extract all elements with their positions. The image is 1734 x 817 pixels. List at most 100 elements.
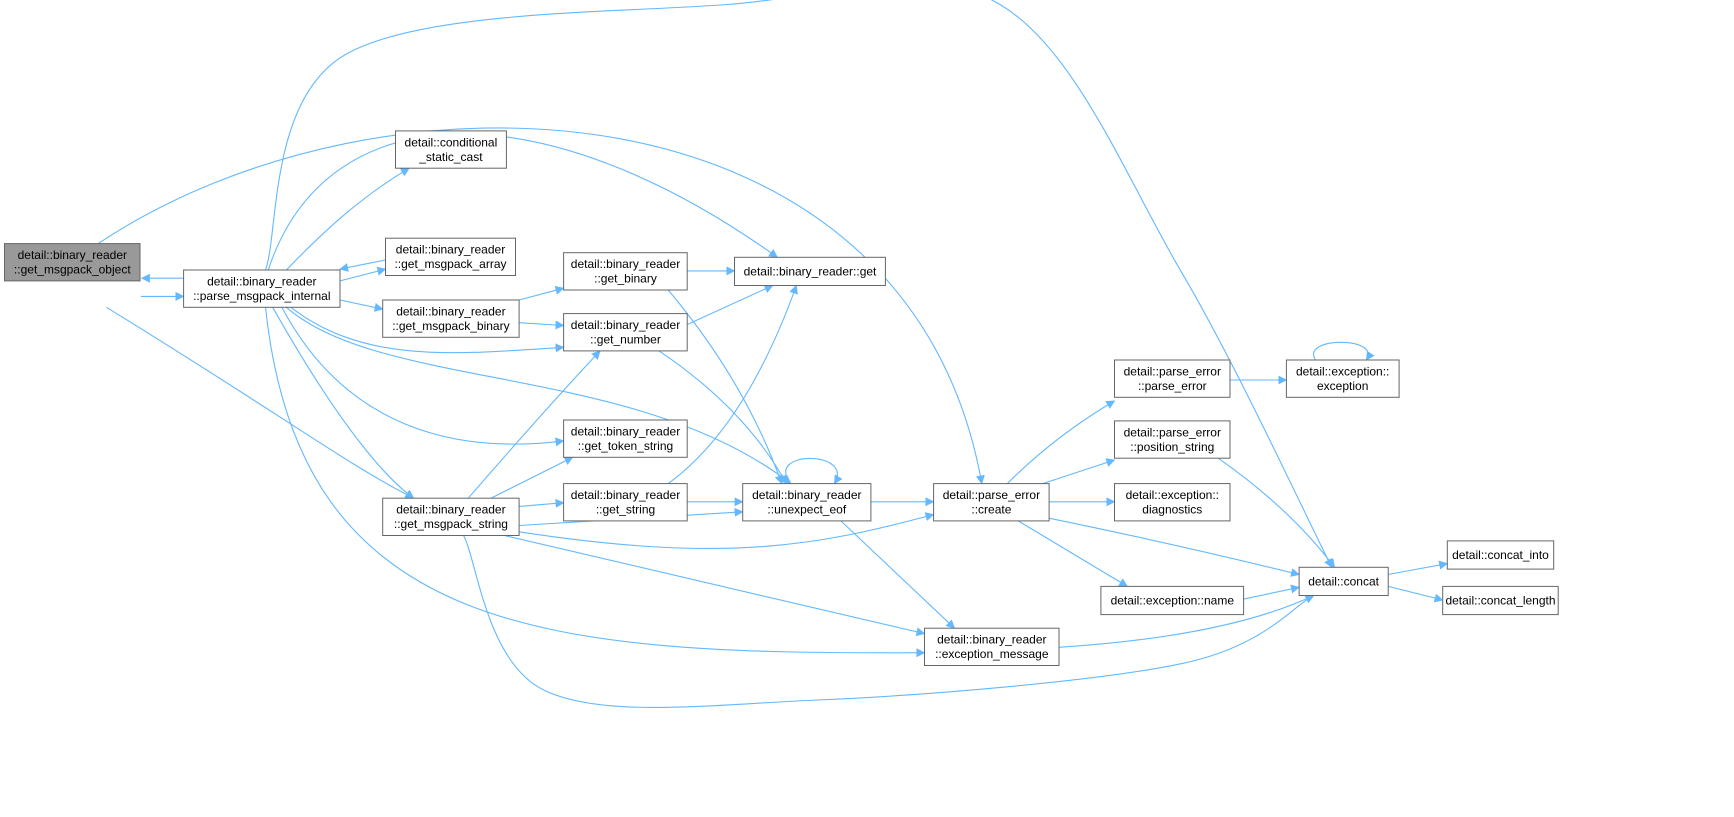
node-unexpect_eof[interactable]: detail::binary_reader::unexpect_eof [742,483,872,522]
edge-get_number-to-unexpect_eof [658,350,787,485]
edge-concat-to-concat_length [1388,585,1444,603]
edge-exception_ctor-to-exception_ctor [1312,341,1375,361]
node-get_number[interactable]: detail::binary_reader::get_number [563,313,688,352]
node-label: detail::binary_reader [207,274,316,288]
node-label: detail::binary_reader [571,318,680,332]
node-label: detail::binary_reader [937,633,1046,647]
node-label: _static_cast [418,150,483,164]
node-box [924,627,1060,667]
node-label: detail::binary_reader [396,503,505,517]
edge-get_msgpack_string-to-get_token_string [490,456,574,499]
node-label: detail::exception:: [1126,488,1219,502]
edge-get_msgpack_array-to-parse_msgpack_internal [339,259,386,272]
edge-parse_error_create-to-concat [1048,517,1300,577]
edge-get_string-to-get [667,284,798,485]
node-box [933,483,1050,522]
node-label: detail::binary_reader [396,243,505,257]
node-label: ::unexpect_eof [767,503,846,517]
edge-concat-to-concat_into [1388,560,1449,576]
node-label: ::get_string [596,503,655,517]
node-box [1114,359,1231,398]
edge-position_string-to-concat [1217,457,1336,569]
node-get_msgpack_array[interactable]: detail::binary_reader::get_msgpack_array [385,237,516,276]
node-label: ::get_msgpack_object [14,263,131,277]
node-box [563,313,688,352]
node-get_binary[interactable]: detail::binary_reader::get_binary [563,252,688,291]
node-get[interactable]: detail::binary_reader::get [734,256,886,286]
node-conditional_static_cast[interactable]: detail::conditional_static_cast [395,130,507,169]
node-box [1100,585,1245,616]
node-exception_name[interactable]: detail::exception::name [1100,585,1245,616]
edge-parse_msgpack_internal-to-get [267,133,779,271]
node-label: detail::exception:: [1296,364,1389,378]
node-exception_ctor[interactable]: detail::exception::exception [1285,359,1400,398]
edge-get_number-to-get [687,284,774,326]
node-label: ::create [971,503,1011,517]
node-label: detail::concat_into [1452,548,1549,562]
node-get_string[interactable]: detail::binary_reader::get_string [563,483,688,522]
edge-get_msgpack_binary-to-get_binary [518,285,565,301]
node-label: ::get_number [590,333,661,347]
edge-unexpect_eof-to-exception_message [840,520,956,629]
node-exception_message[interactable]: detail::binary_reader::exception_message [924,627,1060,667]
node-parse_msgpack_internal[interactable]: detail::binary_reader::parse_msgpack_int… [183,269,341,308]
node-get_msgpack_object[interactable]: detail::binary_reader::get_msgpack_objec… [4,243,141,282]
node-label: detail::conditional [405,135,498,149]
node-box [742,483,872,522]
node-label: detail::binary_reader [571,488,680,502]
node-box [1446,540,1555,570]
node-box [1298,566,1389,596]
node-box [563,419,688,458]
node-box [1285,359,1400,398]
node-get_msgpack_binary[interactable]: detail::binary_reader::get_msgpack_binar… [382,299,520,338]
node-get_msgpack_string[interactable]: detail::binary_reader::get_msgpack_strin… [382,497,520,537]
edge-get_msgpack_string-to-concat [463,535,1315,709]
node-label: ::get_msgpack_array [394,257,506,271]
node-parse_error_ctor[interactable]: detail::parse_error::parse_error [1114,359,1231,398]
edge-unexpect_eof-to-unexpect_eof [785,457,843,485]
node-label: detail::parse_error [1124,364,1221,378]
node-label: diagnostics [1142,503,1202,517]
edge-parse_error_create-to-exception_name [1017,520,1129,587]
nodes-layer: detail::binary_reader::get_msgpack_objec… [4,130,1559,667]
node-concat_into[interactable]: detail::concat_into [1446,540,1555,570]
node-label: ::get_binary [594,272,657,286]
node-label: detail::binary_reader [571,257,680,271]
node-concat[interactable]: detail::concat [1298,566,1389,596]
node-get_token_string[interactable]: detail::binary_reader::get_token_string [563,419,688,458]
node-label: detail::exception::name [1111,594,1235,608]
edge-parse_msgpack_internal-to-concat [264,0,1333,569]
edge-get_msgpack_string-to-get_string [519,498,565,508]
edge-parse_error_create-to-position_string [1042,458,1116,485]
edges-layer [97,0,1449,709]
node-box [382,299,520,338]
node-box [563,252,688,291]
node-label: detail::binary_reader [752,488,861,502]
node-box [734,256,886,286]
node-label: detail::binary_reader [571,424,680,438]
node-box [1114,483,1231,522]
node-concat_length[interactable]: detail::concat_length [1442,585,1559,616]
edge-get_msgpack_string-to-exception_message [504,534,926,637]
node-box [1442,585,1559,616]
edge-parse_msgpack_internal-to-unexpect_eof [286,306,792,485]
edge-get_msgpack_string-to-get_number [467,350,601,499]
node-label: ::get_token_string [578,439,673,453]
edge-get_msgpack_binary-to-get_number [519,320,565,330]
node-box [183,269,341,308]
node-position_string[interactable]: detail::parse_error::position_string [1114,420,1231,459]
node-label: ::get_msgpack_string [394,517,508,531]
node-label: detail::binary_reader [396,304,505,318]
node-label: detail::concat [1308,574,1379,588]
node-parse_error_create[interactable]: detail::parse_error::create [933,483,1050,522]
edge-parse_msgpack_internal-to-get_msgpack_string [272,307,415,499]
node-label: detail::binary_reader [18,248,127,262]
node-box [563,483,688,522]
node-label: detail::binary_reader::get [744,264,877,278]
node-label: detail::parse_error [1124,425,1221,439]
edge-get_msgpack_object-to-parse_error_create [97,127,985,485]
node-diagnostics[interactable]: detail::exception::diagnostics [1114,483,1231,522]
node-box [4,243,141,282]
edge-parse_msgpack_internal-to-exception_message [264,307,926,658]
